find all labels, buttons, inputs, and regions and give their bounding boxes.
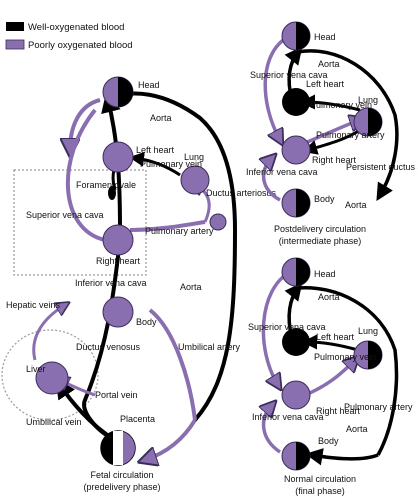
- normal-body-organ: [281, 441, 311, 471]
- fetal-label-umbilical-vein: Umbilical vein: [26, 417, 82, 427]
- normal-svc: [261, 270, 291, 385]
- fetal-label-ductus-arteriosus: Ductus arteriosus: [206, 188, 277, 198]
- post-label-persistent-ductus: Persistent ductus arteriosus: [346, 162, 418, 172]
- post-label-head: Head: [314, 32, 336, 42]
- post-right-heart-organ: [281, 135, 311, 165]
- post-ivc: [264, 158, 281, 202]
- post-head-organ: [281, 21, 311, 51]
- normal-label-body: Body: [318, 436, 339, 446]
- normal-label-pulmonary-artery: Pulmonary artery: [344, 402, 413, 412]
- fetal-circulation: Head Aorta Left heart Pulmonary vein Lun…: [1, 76, 277, 492]
- normal-aorta-descending: [297, 285, 399, 456]
- normal-left-heart-organ: [282, 328, 310, 356]
- fetal-label-portal-vein: Portal vein: [95, 390, 138, 400]
- post-caption-line1: Postdelivery circulation: [274, 224, 366, 234]
- heart-region-box: [13, 169, 147, 276]
- legend-swatch-oxygenated: [6, 22, 24, 31]
- fetal-label-pulmonary-artery: Pulmonary artery: [145, 226, 214, 236]
- post-lung-organ: [353, 107, 383, 137]
- normal-lung-organ: [353, 340, 383, 370]
- fetal-label-head: Head: [138, 80, 160, 90]
- legend-label-oxygenated: Well-oxygenated blood: [28, 22, 124, 33]
- post-svc: [263, 34, 291, 140]
- normal-circulation: Head Aorta Superior vena cava Left heart…: [248, 257, 413, 496]
- fetal-label-aorta-top: Aorta: [150, 113, 172, 123]
- legend-label-poor: Poorly oxygenated blood: [28, 40, 133, 51]
- normal-pulmonary-artery: [304, 360, 355, 397]
- normal-label-ivc: Inferior vena cava: [252, 412, 324, 422]
- fetal-label-hepatic-veins: Hepatic veins: [6, 300, 61, 310]
- legend-swatch-poor: [5, 39, 25, 50]
- fetal-pulmonary-artery-node: [209, 213, 227, 231]
- post-label-pulmonary-artery: Pulmonary artery: [316, 130, 385, 140]
- fetal-label-ductus-venosus: Ductus venosus: [76, 342, 141, 352]
- fetal-label-liver: Liver: [26, 364, 46, 374]
- normal-right-heart-organ: [281, 380, 311, 410]
- post-label-ivc: Inferior vena cava: [246, 167, 318, 177]
- normal-label-head: Head: [314, 269, 336, 279]
- normal-caption-line2: (final phase): [295, 486, 345, 496]
- post-ductus: [302, 128, 361, 155]
- fetal-pulmonary-vein: [129, 151, 181, 177]
- legend: Well-oxygenated blood Poorly oxygenated …: [5, 22, 133, 51]
- fetal-caption-line1: Fetal circulation: [90, 470, 153, 480]
- post-label-pulmonary-vein: Pulmonary vein: [310, 100, 372, 110]
- fetal-umbilical-artery: [145, 418, 197, 460]
- fetal-label-right-heart: Right heart: [96, 256, 141, 266]
- post-label-lung: Lung: [358, 95, 378, 105]
- fetal-svc: [65, 108, 106, 242]
- fetal-left-heart-organ: [102, 141, 134, 173]
- fetal-hepatic-veins: [32, 305, 65, 361]
- fetal-placenta-organ: [100, 430, 136, 466]
- normal-ivc: [264, 405, 282, 454]
- fetal-label-umbilical-artery: Umbilical artery: [178, 342, 241, 352]
- fetal-liver-organ: [35, 361, 69, 395]
- fetal-lung-organ: [180, 165, 210, 195]
- fetal-right-heart-organ: [102, 224, 134, 256]
- fetal-caption-line2: (predelivery phase): [83, 482, 160, 492]
- post-label-right-heart: Right heart: [312, 155, 357, 165]
- fetal-foramen-ovale-mark: [108, 186, 116, 200]
- fetal-label-placenta: Placenta: [120, 414, 155, 424]
- fetal-label-body: Body: [136, 317, 157, 327]
- normal-label-left-heart: Left heart: [316, 332, 355, 342]
- fetal-head-organ: [102, 76, 134, 108]
- fetal-body-return: [148, 308, 197, 421]
- fetal-label-foramen-ovale: Foramen ovale: [76, 180, 136, 190]
- post-caption-line2: (intermediate phase): [279, 236, 362, 246]
- postdelivery-circulation: Head Superior vena cava Aorta Left heart…: [246, 21, 418, 246]
- normal-label-aorta-top: Aorta: [318, 292, 340, 302]
- normal-label-lung: Lung: [358, 326, 378, 336]
- fetal-label-aorta-mid: Aorta: [180, 282, 202, 292]
- normal-head-organ: [281, 257, 311, 287]
- normal-label-svc: Superior vena cava: [248, 322, 326, 332]
- normal-aorta-to-body: [305, 448, 379, 466]
- post-left-heart-organ: [282, 88, 310, 116]
- fetal-label-lung: Lung: [184, 152, 204, 162]
- fetal-aorta-descending: [107, 91, 238, 422]
- normal-caption-line1: Normal circulation: [284, 474, 356, 484]
- fetal-pulmonary-artery: [129, 220, 206, 232]
- normal-label-aorta-bottom: Aorta: [346, 424, 368, 434]
- fetal-head-return: [70, 98, 101, 150]
- post-aorta-descending: [297, 49, 399, 202]
- fetal-label-ivc: Inferior vena cava: [75, 278, 147, 288]
- fetal-label-svc: Superior vena cava: [26, 210, 104, 220]
- normal-label-pulmonary-vein: Pulmonary vein: [314, 352, 376, 362]
- fetal-label-pulmonary-vein: Pulmonary vein: [140, 159, 202, 169]
- post-label-body: Body: [314, 194, 335, 204]
- post-label-aorta-bottom: Aorta: [345, 200, 367, 210]
- post-label-left-heart: Left heart: [306, 79, 345, 89]
- fetal-label-left-heart: Left heart: [136, 145, 175, 155]
- normal-label-right-heart: Right heart: [316, 406, 361, 416]
- post-body-organ: [281, 188, 311, 218]
- post-label-aorta-top: Aorta: [318, 59, 340, 69]
- normal-pulmonary-vein: [302, 334, 359, 352]
- fetal-ivc: [82, 239, 122, 442]
- liver-region-outline: [1, 329, 99, 421]
- fetal-body-organ: [102, 296, 134, 328]
- post-label-svc: Superior vena cava: [250, 70, 328, 80]
